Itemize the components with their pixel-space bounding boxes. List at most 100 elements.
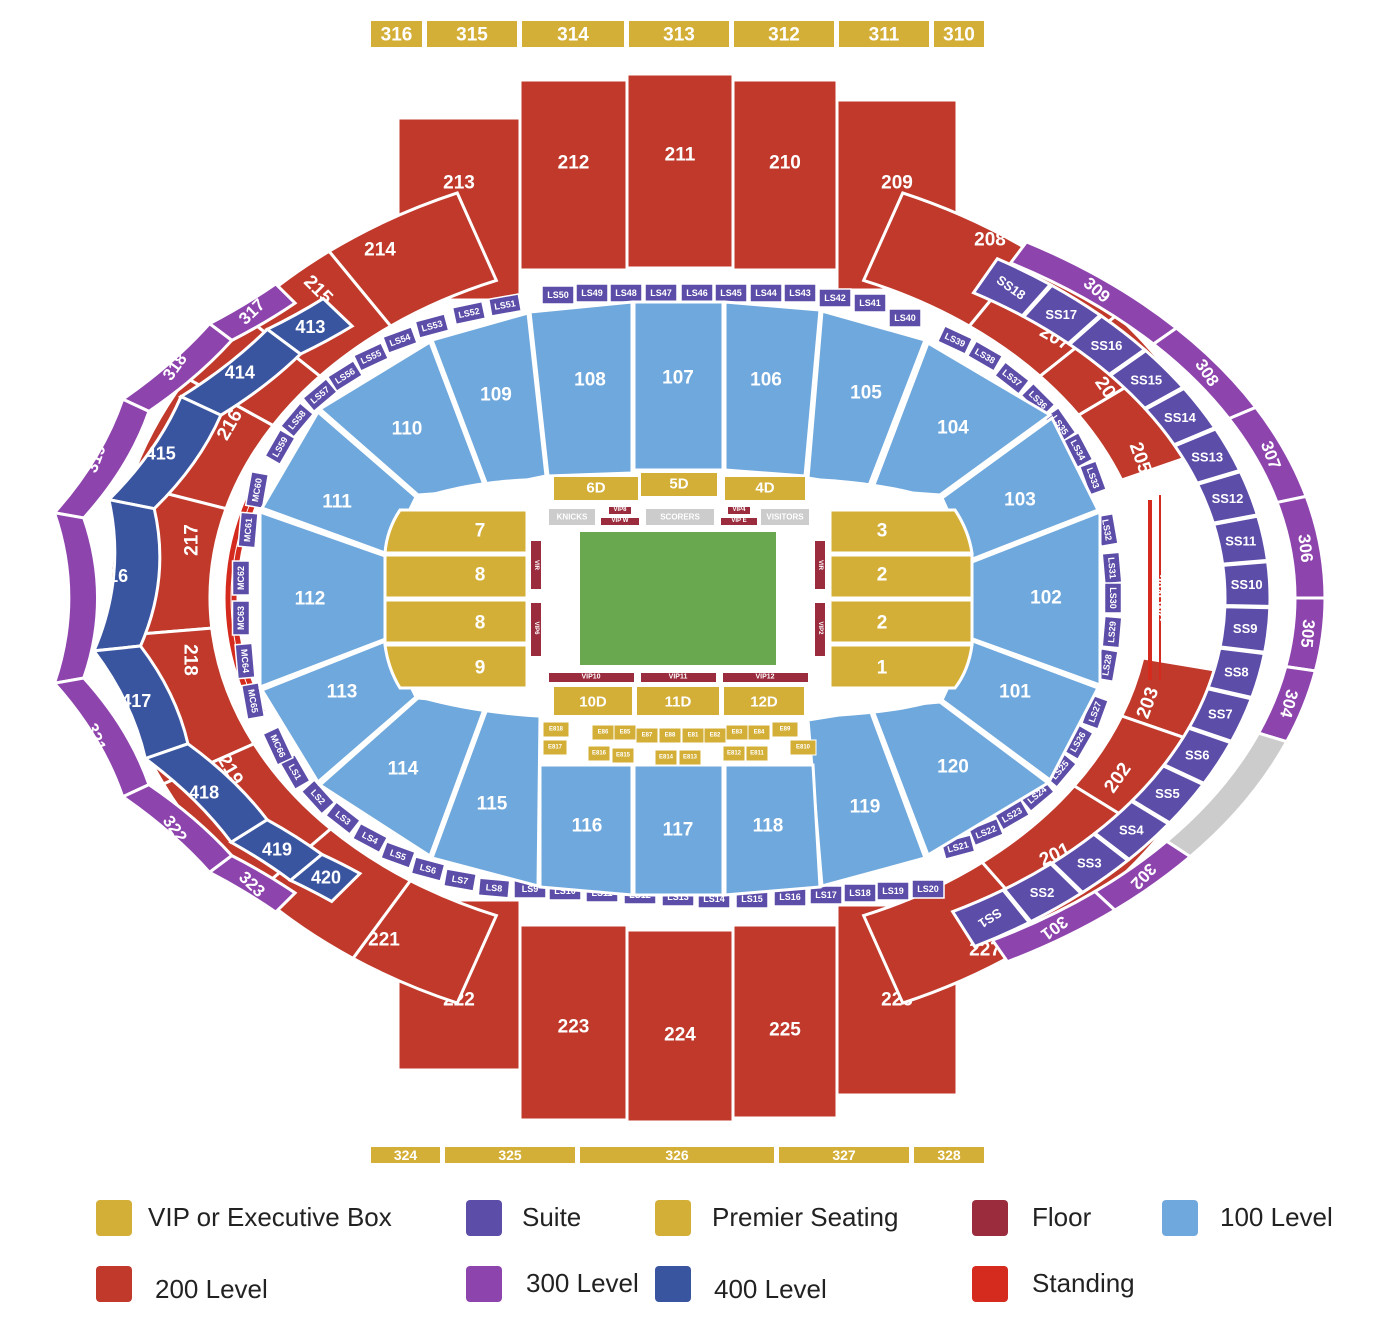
suite-MC65[interactable] bbox=[240, 681, 266, 721]
premier-section-1-7[interactable] bbox=[828, 643, 974, 690]
suite-LS2[interactable] bbox=[300, 779, 336, 815]
section-119[interactable] bbox=[806, 708, 927, 888]
premier-section-2-6[interactable] bbox=[828, 598, 974, 645]
section-221[interactable] bbox=[350, 878, 499, 1005]
section-327[interactable] bbox=[777, 1145, 911, 1165]
suite-LS59[interactable] bbox=[264, 428, 296, 466]
suite-LS55[interactable] bbox=[352, 341, 390, 373]
suite-LS30[interactable] bbox=[1103, 582, 1123, 614]
box-E810[interactable] bbox=[789, 739, 817, 756]
box-E816[interactable] bbox=[587, 745, 611, 762]
section-111[interactable] bbox=[259, 409, 418, 556]
suite-LS4[interactable] bbox=[351, 822, 389, 854]
box-E818[interactable] bbox=[542, 721, 570, 738]
box-E87[interactable] bbox=[635, 727, 659, 744]
box-E88[interactable] bbox=[658, 727, 682, 744]
box-12D[interactable] bbox=[722, 685, 806, 717]
section-420[interactable] bbox=[287, 852, 363, 904]
suite-MC62[interactable] bbox=[231, 560, 251, 596]
floor-vip6[interactable] bbox=[529, 601, 543, 658]
suite-LS49[interactable] bbox=[575, 283, 609, 303]
suite-LS6[interactable] bbox=[410, 855, 446, 883]
floor-vip10[interactable] bbox=[547, 671, 636, 684]
section-225[interactable] bbox=[731, 923, 839, 1120]
suite-LS53[interactable] bbox=[414, 312, 450, 340]
suite-LS50[interactable] bbox=[541, 285, 575, 305]
suite-LS7[interactable] bbox=[442, 868, 478, 892]
section-313[interactable] bbox=[627, 19, 731, 49]
suite-LS52[interactable] bbox=[451, 300, 487, 326]
floor-vir-right[interactable] bbox=[813, 539, 827, 591]
section-326[interactable] bbox=[578, 1145, 776, 1165]
floor-vipw[interactable] bbox=[599, 516, 641, 527]
box-E811[interactable] bbox=[745, 745, 769, 762]
section-SS3[interactable] bbox=[1049, 832, 1131, 895]
box-E817[interactable] bbox=[542, 739, 568, 756]
suite-LS37[interactable] bbox=[993, 361, 1031, 395]
section-314[interactable] bbox=[520, 19, 626, 49]
suite-LS39[interactable] bbox=[936, 324, 974, 356]
section-328[interactable] bbox=[912, 1145, 986, 1165]
premier-section-2-5[interactable] bbox=[828, 553, 974, 600]
suite-MC60[interactable] bbox=[244, 470, 270, 510]
box-4D[interactable] bbox=[723, 475, 807, 502]
section-311[interactable] bbox=[837, 19, 931, 49]
section-315[interactable] bbox=[425, 19, 519, 49]
floor-vip11[interactable] bbox=[639, 671, 718, 684]
section-224[interactable] bbox=[625, 928, 735, 1124]
section-SS18[interactable] bbox=[971, 256, 1053, 318]
box-E813[interactable] bbox=[678, 749, 702, 766]
box-E812[interactable] bbox=[722, 745, 746, 762]
suite-MC63[interactable] bbox=[231, 600, 251, 636]
suite-LS3[interactable] bbox=[324, 801, 362, 835]
section-214[interactable] bbox=[326, 191, 499, 329]
suite-MC64[interactable] bbox=[234, 642, 256, 680]
suite-MC61[interactable] bbox=[237, 511, 259, 549]
box-5D[interactable] bbox=[639, 471, 719, 498]
box-10D[interactable] bbox=[552, 685, 634, 717]
team-bench-knicks[interactable] bbox=[547, 507, 597, 527]
section-210[interactable] bbox=[731, 78, 839, 272]
floor-vir-left[interactable] bbox=[529, 539, 543, 591]
section-109[interactable] bbox=[430, 311, 548, 490]
section-301[interactable] bbox=[990, 889, 1118, 964]
section-310[interactable] bbox=[932, 19, 986, 49]
premier-section-7-0[interactable] bbox=[383, 508, 529, 555]
suite-LS44[interactable] bbox=[749, 283, 783, 303]
premier-section-3-4[interactable] bbox=[828, 508, 974, 555]
premier-section-9-3[interactable] bbox=[383, 643, 529, 690]
suite-LS8[interactable] bbox=[477, 877, 511, 899]
suite-LS56[interactable] bbox=[326, 359, 364, 393]
suite-LS57[interactable] bbox=[301, 377, 339, 413]
suite-LS18[interactable] bbox=[843, 883, 877, 903]
section-324[interactable] bbox=[369, 1145, 442, 1165]
suite-LS42[interactable] bbox=[818, 288, 852, 308]
floor-vip4[interactable] bbox=[726, 505, 752, 516]
suite-LS51[interactable] bbox=[487, 293, 523, 317]
section-118[interactable] bbox=[723, 763, 822, 897]
section-117[interactable] bbox=[632, 763, 725, 897]
floor-vip12[interactable] bbox=[721, 671, 810, 684]
section-SS2[interactable] bbox=[1002, 861, 1084, 924]
team-bench-visitors[interactable] bbox=[759, 507, 811, 527]
box-E84[interactable] bbox=[747, 724, 771, 741]
box-E814[interactable] bbox=[654, 749, 678, 766]
suite-LS38[interactable] bbox=[966, 340, 1004, 372]
premier-section-8-1[interactable] bbox=[383, 553, 529, 600]
suite-MC66[interactable] bbox=[262, 726, 294, 766]
section-323[interactable] bbox=[206, 853, 298, 915]
suite-LS29[interactable] bbox=[1101, 615, 1123, 649]
scorers-table[interactable] bbox=[644, 507, 716, 527]
section-SS1[interactable] bbox=[950, 888, 1032, 949]
section-211[interactable] bbox=[625, 72, 735, 270]
suite-LS41[interactable] bbox=[853, 293, 887, 313]
suite-LS5[interactable] bbox=[380, 840, 416, 870]
box-E815[interactable] bbox=[611, 747, 635, 764]
floor-vip2[interactable] bbox=[813, 601, 827, 658]
section-108[interactable] bbox=[528, 300, 634, 478]
section-107[interactable] bbox=[632, 300, 725, 472]
section-325[interactable] bbox=[443, 1145, 577, 1165]
section-312[interactable] bbox=[732, 19, 836, 49]
suite-LS19[interactable] bbox=[876, 881, 910, 901]
suite-LS58[interactable] bbox=[279, 401, 315, 439]
